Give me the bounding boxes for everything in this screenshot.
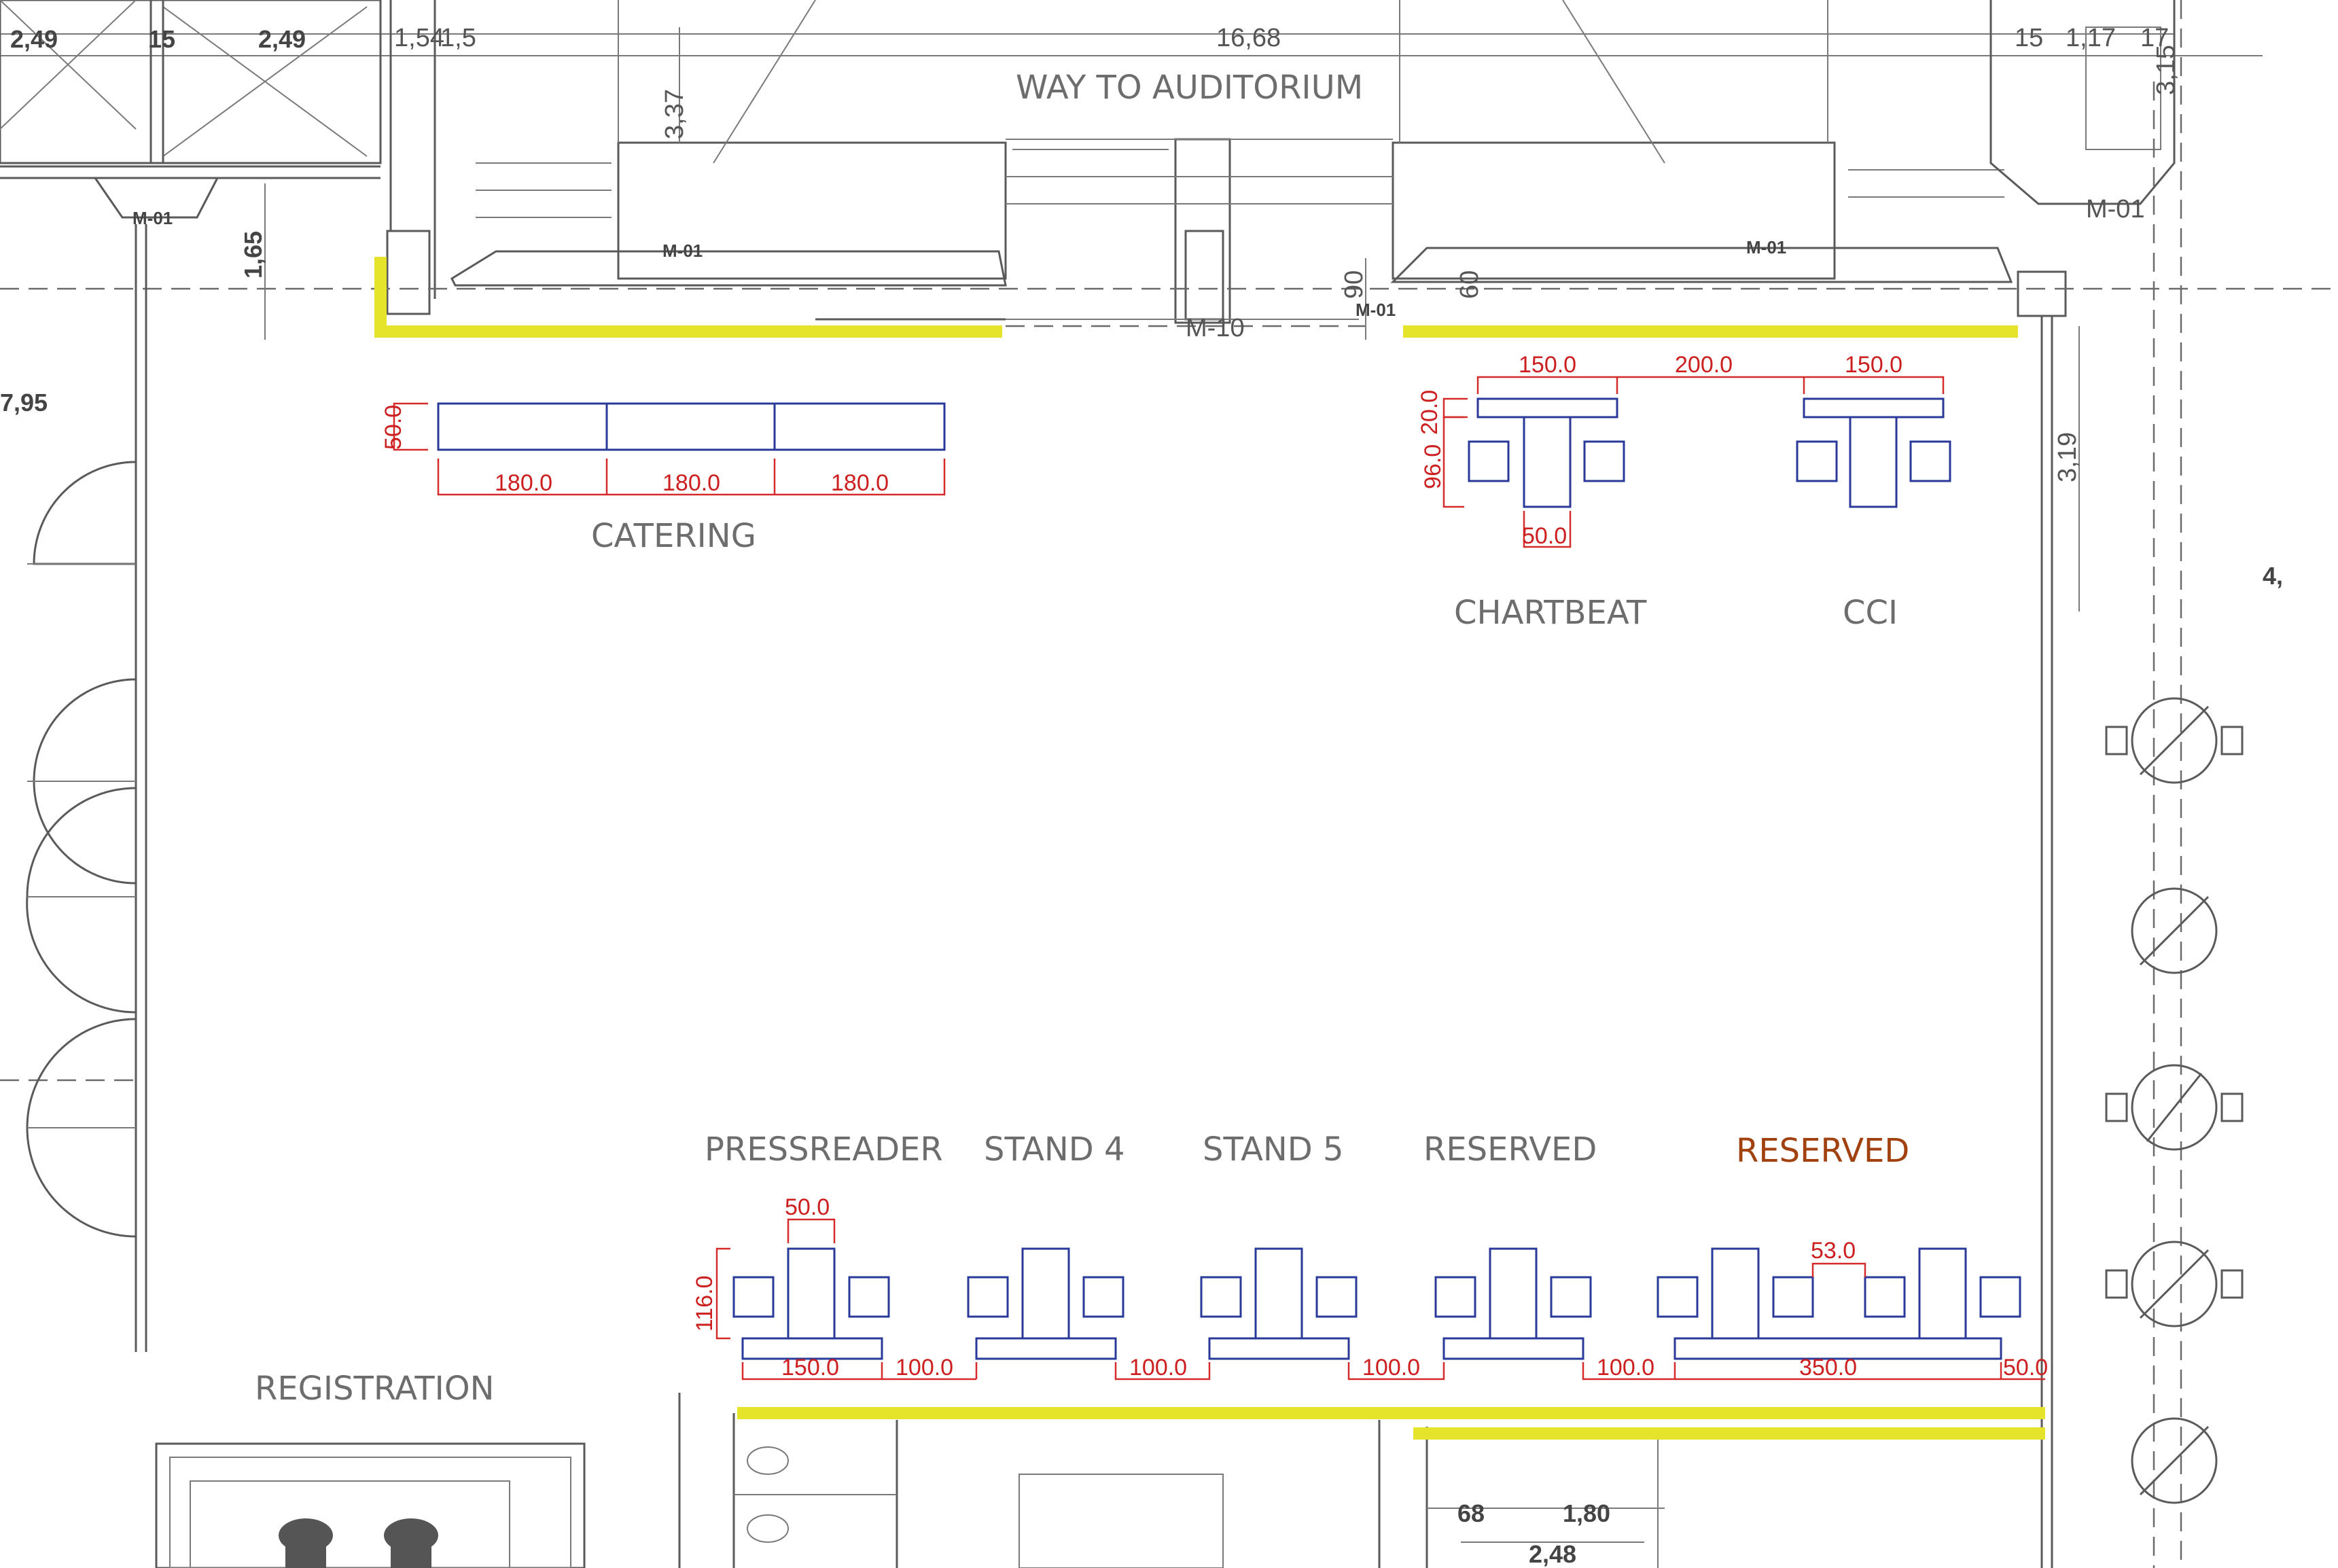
- dim-top-w2: 150.0: [1845, 352, 1902, 378]
- catering-counter: [437, 402, 946, 451]
- label-reserved-2: RESERVED: [1736, 1132, 1909, 1170]
- dim-bottom-post: 50.0: [785, 1194, 830, 1220]
- label-chartbeat: CHARTBEAT: [1454, 594, 1647, 632]
- dim-68: 68: [1457, 1499, 1485, 1527]
- tag-m01-c: M-01: [1746, 237, 1786, 257]
- black-dimension-texts: 2,49 15 2,49 1,54 1,5 16,68 15 1,17 17 3…: [0, 24, 2283, 1568]
- dim-gap-4: 100.0: [1597, 1355, 1654, 1380]
- label-pressreader: PRESSREADER: [705, 1130, 943, 1169]
- tag-m01-a: M-01: [132, 208, 173, 228]
- dim-reserved-gap: 53.0: [1811, 1238, 1856, 1264]
- stand-chartbeat-furniture: [1468, 397, 1625, 508]
- dim-2-48: 2,48: [1529, 1540, 1576, 1568]
- dim-15-a: 15: [148, 25, 175, 53]
- dim-90: 90: [1340, 270, 1368, 299]
- dim-catering-w1: 180.0: [495, 470, 552, 496]
- red-dimension-lines: [393, 376, 2045, 1380]
- tag-m01-e: M-01: [1356, 300, 1396, 320]
- stand-reserved-1-furniture: [1434, 1247, 1592, 1360]
- dim-1-80: 1,80: [1563, 1499, 1610, 1527]
- tag-m10: M-10: [1186, 314, 1245, 342]
- dim-catering-depth: 50.0: [380, 405, 406, 450]
- dim-2-49-a: 2,49: [10, 25, 58, 53]
- dim-2-49-b: 2,49: [258, 25, 306, 53]
- highlighted-walls: [374, 257, 2045, 1440]
- dim-catering-w3: 180.0: [831, 470, 889, 496]
- dim-bottom-end: 50.0: [2003, 1355, 2048, 1380]
- dim-top-depth: 96.0: [1420, 444, 1446, 489]
- label-registration: REGISTRATION: [255, 1370, 495, 1408]
- zone-labels: WAY TO AUDITORIUM CATERING CHARTBEAT CCI…: [255, 69, 1909, 1408]
- stand-cci-furniture: [1796, 397, 1951, 508]
- dim-1-54: 1,54: [394, 24, 444, 52]
- dim-top-shelf: 20.0: [1417, 390, 1442, 435]
- label-catering: CATERING: [591, 517, 756, 555]
- cafe-table-icons: [2105, 697, 2244, 1504]
- dim-bottom-w1: 150.0: [781, 1355, 839, 1380]
- dim-top-gap: 200.0: [1675, 352, 1733, 378]
- dim-gap-1: 100.0: [896, 1355, 953, 1380]
- dim-3-37: 3,37: [660, 89, 689, 139]
- tag-m01-b: M-01: [662, 240, 703, 261]
- label-stand-4: STAND 4: [984, 1130, 1125, 1169]
- stand-reserved-2-furniture: [1657, 1247, 2021, 1360]
- tag-m01-d: M-01: [2086, 195, 2145, 224]
- dim-3-19: 3,19: [2053, 432, 2082, 482]
- label-way-to-auditorium: WAY TO AUDITORIUM: [1016, 69, 1363, 107]
- dim-top-w1: 150.0: [1519, 352, 1576, 378]
- dim-17: 17: [2140, 24, 2169, 52]
- dim-top-post: 50.0: [1522, 523, 1567, 549]
- dim-bottom-depth: 116.0: [692, 1275, 718, 1332]
- stand-4-furniture: [967, 1247, 1124, 1360]
- dim-1-17: 1,17: [2066, 24, 2116, 52]
- dim-4: 4,: [2263, 562, 2283, 590]
- label-reserved-1: RESERVED: [1423, 1130, 1597, 1169]
- dim-60: 60: [1455, 270, 1484, 299]
- dim-15-b: 15: [2015, 24, 2043, 52]
- label-cci: CCI: [1843, 594, 1898, 632]
- stand-5-furniture: [1200, 1247, 1358, 1360]
- dim-gap-3: 100.0: [1362, 1355, 1420, 1380]
- stand-pressreader-furniture: [732, 1247, 890, 1360]
- door-tags: M-01 M-01 M-01 M-01 M-01 M-10: [132, 195, 2145, 342]
- dim-1-5: 1,5: [440, 24, 476, 52]
- dim-bottom-w-reserved: 350.0: [1799, 1355, 1857, 1380]
- dim-7-95: 7,95: [0, 389, 48, 416]
- dim-gap-2: 100.0: [1129, 1355, 1187, 1380]
- red-dimension-texts: 50.0 180.0 180.0 180.0 150.0 200.0 150.0…: [380, 352, 2048, 1380]
- dim-1-65: 1,65: [239, 231, 267, 279]
- dim-16-68: 16,68: [1216, 24, 1281, 52]
- label-stand-5: STAND 5: [1203, 1130, 1344, 1169]
- dim-3-15: 3,15: [2152, 45, 2180, 95]
- projector-icons: [279, 1518, 438, 1568]
- dim-catering-w2: 180.0: [662, 470, 720, 496]
